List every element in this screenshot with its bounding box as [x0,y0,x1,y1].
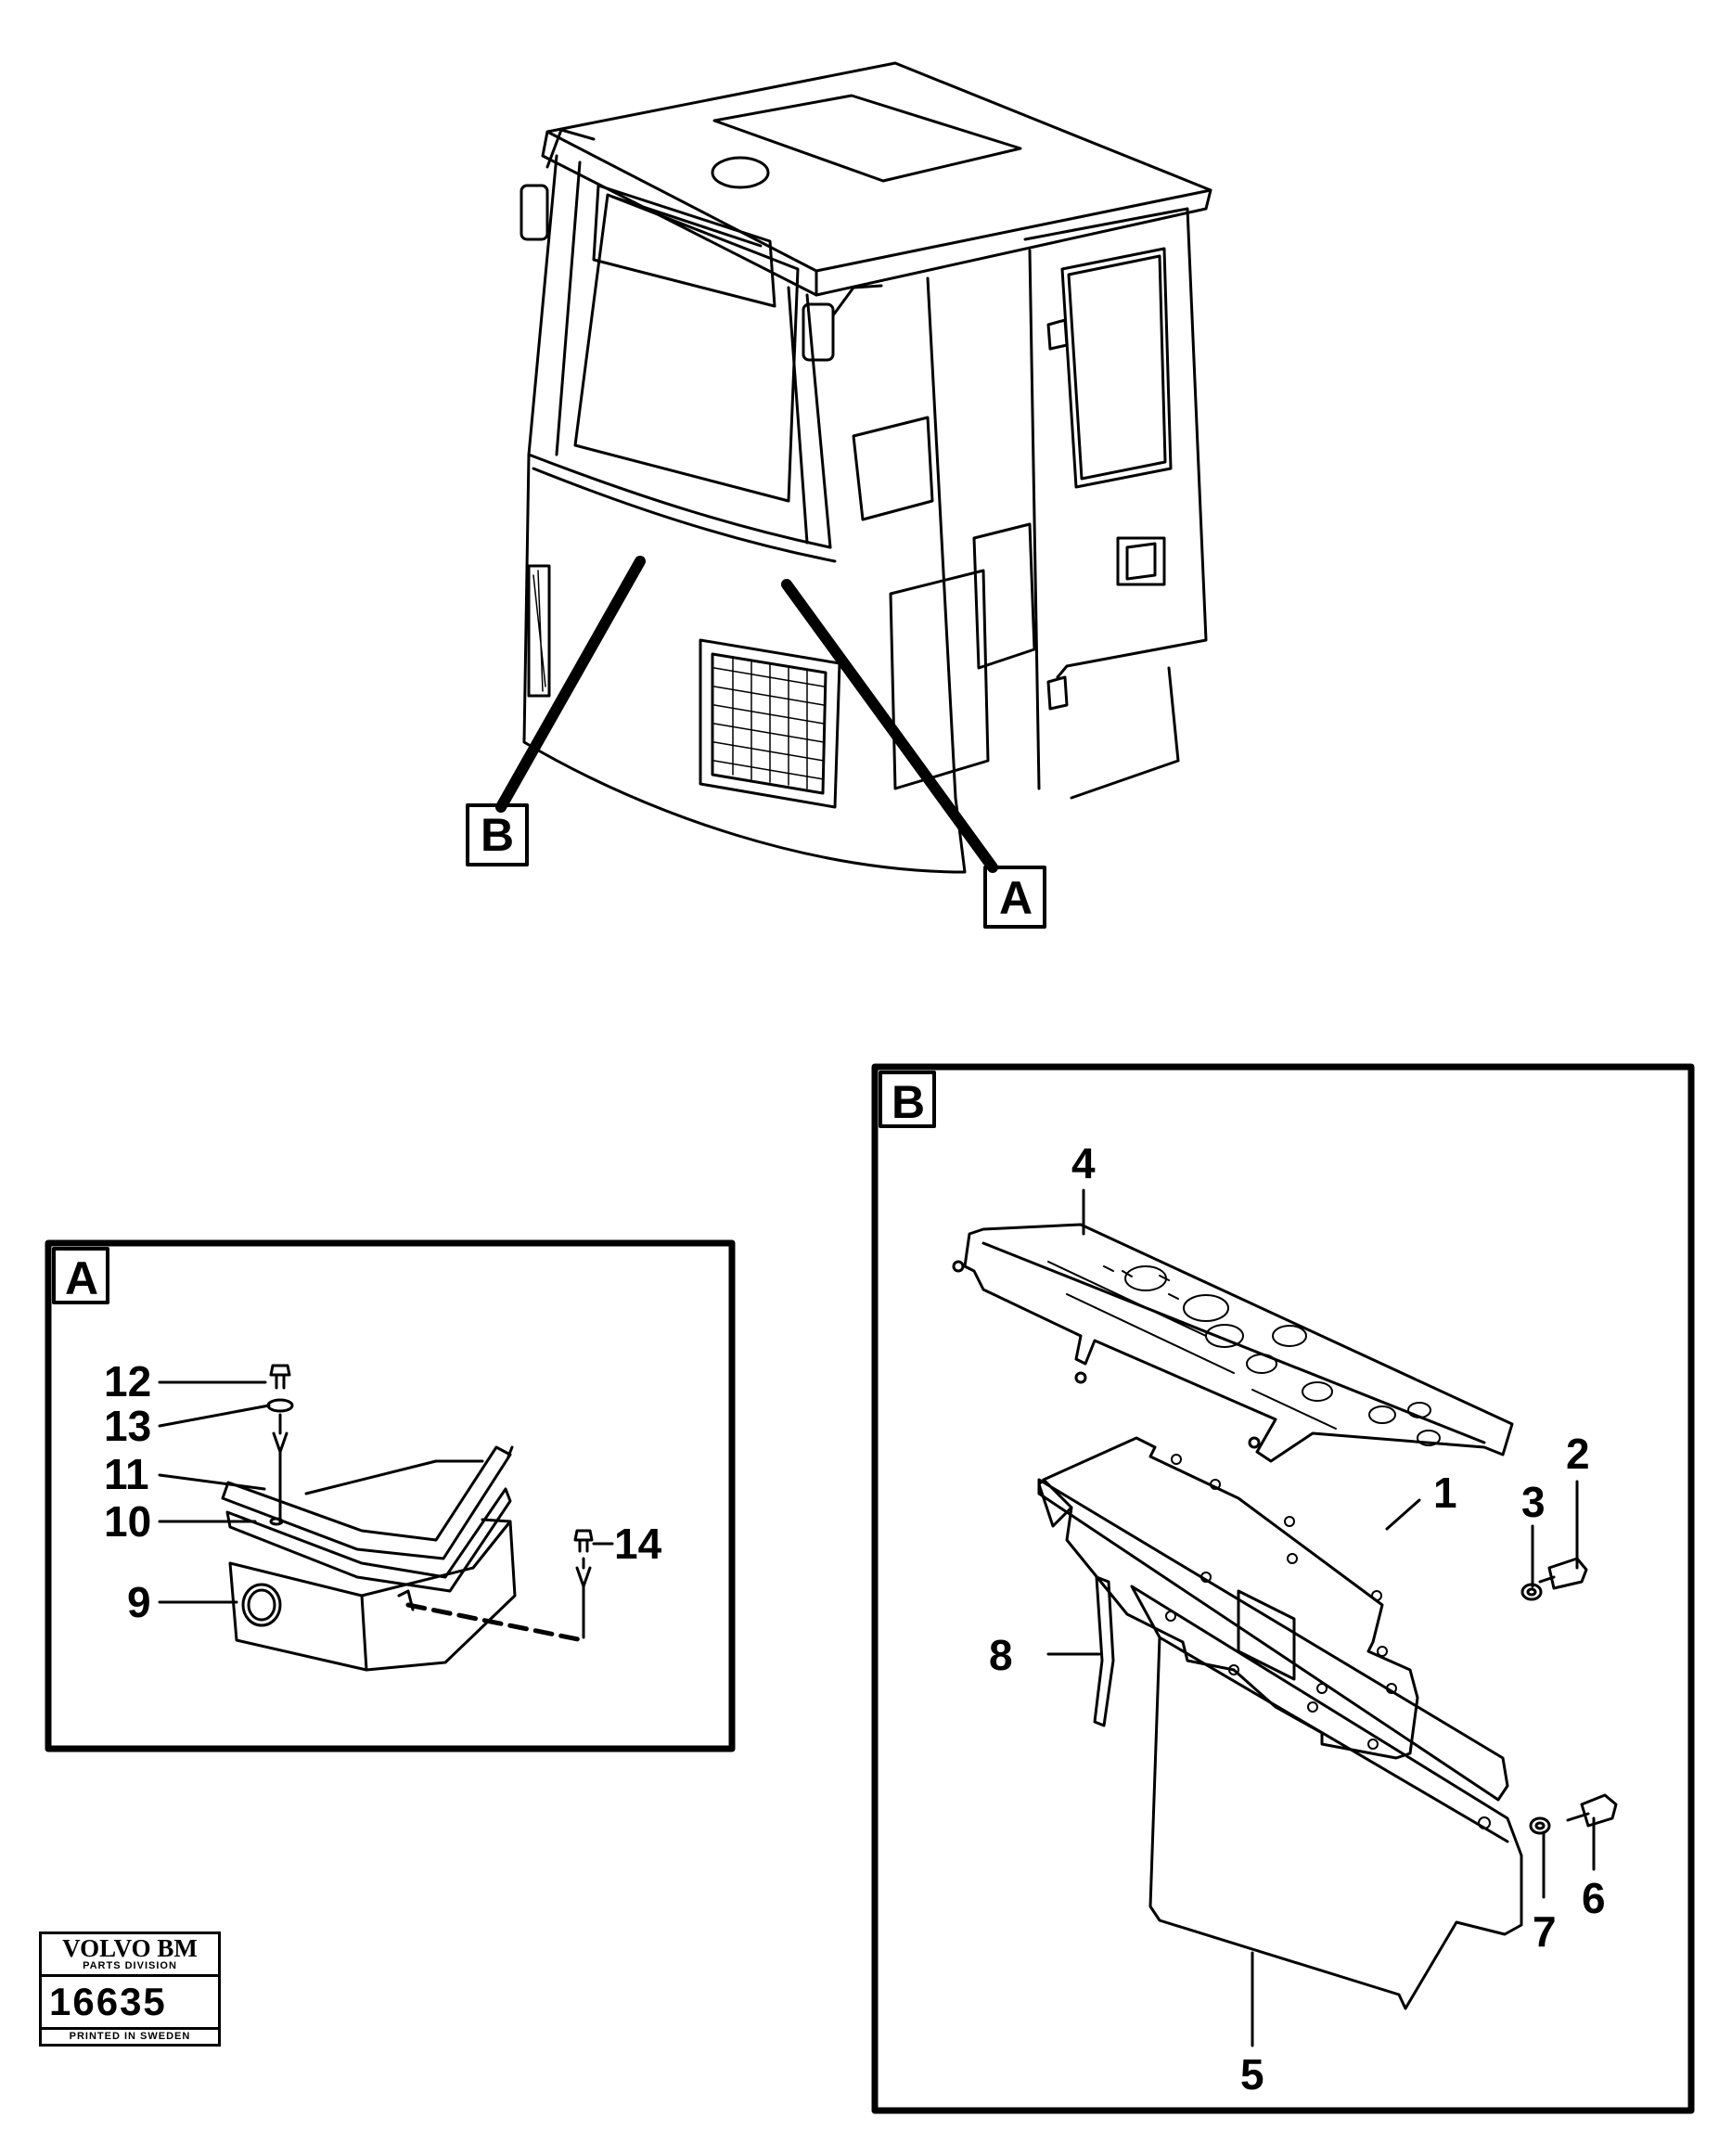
callout-12: 12 [104,1357,151,1405]
callout-a-box [983,866,1046,929]
callout-7: 7 [1533,1907,1557,1956]
callout-9: 9 [127,1578,151,1626]
detail-b-parts [952,1188,1618,2047]
callout-10: 10 [104,1497,151,1546]
cab-illustration [495,61,1212,874]
detail-b-title: B [892,1076,925,1128]
callout-4: 4 [1071,1139,1096,1187]
callout-a-label: A [999,872,1033,924]
callout-3: 3 [1521,1478,1546,1526]
callout-1: 1 [1433,1469,1457,1517]
callout-2: 2 [1566,1430,1590,1478]
detail-a-title: A [65,1252,98,1304]
detail-b-title-box [879,1071,936,1128]
detail-a-title-box [52,1247,109,1304]
callout-13: 13 [104,1402,151,1450]
callout-6: 6 [1582,1874,1606,1922]
callout-b-label: B [481,809,514,861]
callout-14: 14 [614,1520,662,1568]
stamp-number: 16635 [49,1980,167,2023]
detail-a-parts [158,1364,614,1672]
detail-a-frame [45,1239,736,1752]
stamp-printed: PRINTED IN SWEDEN [42,2027,218,2044]
volvo-bm-stamp: VOLVO BM PARTS DIVISION 16635 PRINTED IN… [39,1931,221,2047]
stamp-division: PARTS DIVISION [42,1960,218,1977]
callout-5: 5 [1240,2050,1264,2098]
detail-b-frame [871,1063,1695,2114]
stamp-brand: VOLVO BM [62,1934,198,1962]
callout-11: 11 [104,1450,149,1498]
callout-8: 8 [989,1631,1013,1679]
callout-b-box [466,803,529,866]
